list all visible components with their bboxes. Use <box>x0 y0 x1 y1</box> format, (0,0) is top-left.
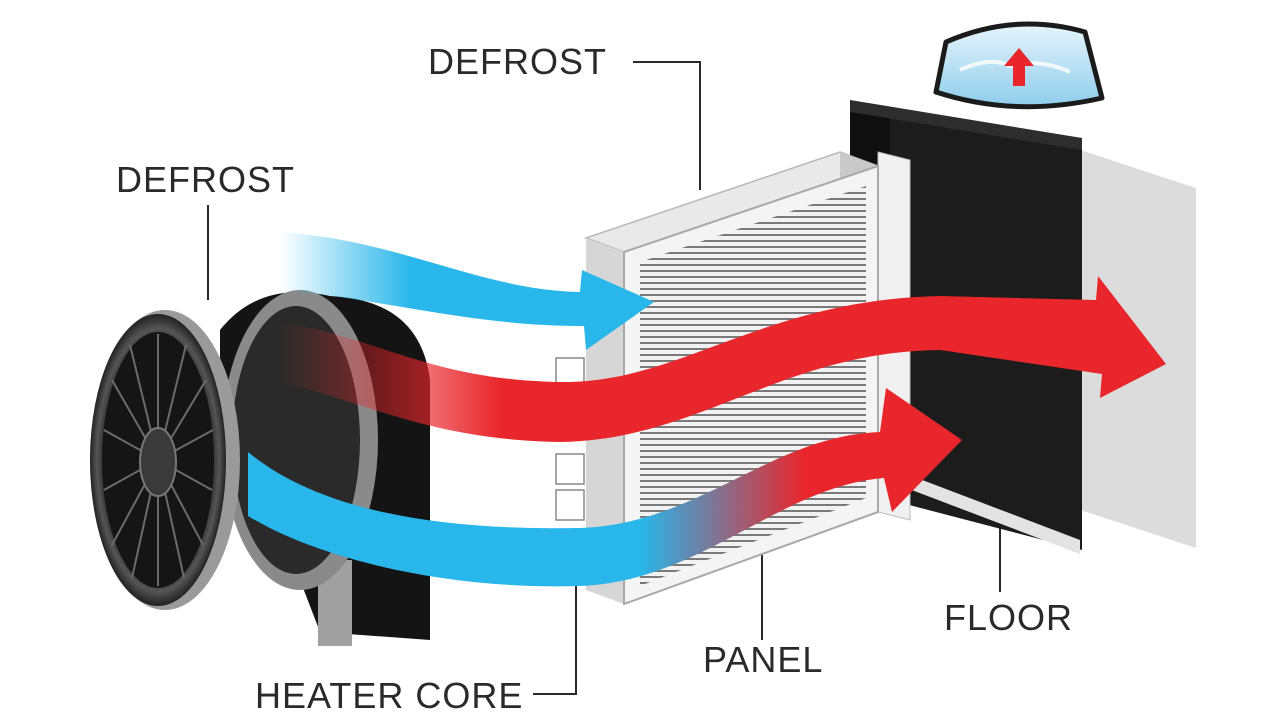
airflow-arrows <box>248 232 1166 587</box>
blower-fan-icon <box>90 310 240 610</box>
hot-air-arrow-defrost <box>280 276 1166 442</box>
heater-core-leader <box>533 570 577 695</box>
defrost-top-leader <box>633 61 701 190</box>
mixed-air-arrow-floor <box>248 388 962 587</box>
up-arrow-icon <box>1004 48 1034 86</box>
cold-air-arrow-top <box>280 232 654 350</box>
defrost-left-label: DEFROST <box>116 159 296 200</box>
windshield-icon <box>933 21 1105 110</box>
panel-label: PANEL <box>703 639 824 680</box>
defrost-top-label: DEFROST <box>428 41 608 82</box>
floor-label: FLOOR <box>944 597 1074 638</box>
heater-core-icon <box>555 151 911 606</box>
heater-core-label: HEATER CORE <box>255 675 524 716</box>
